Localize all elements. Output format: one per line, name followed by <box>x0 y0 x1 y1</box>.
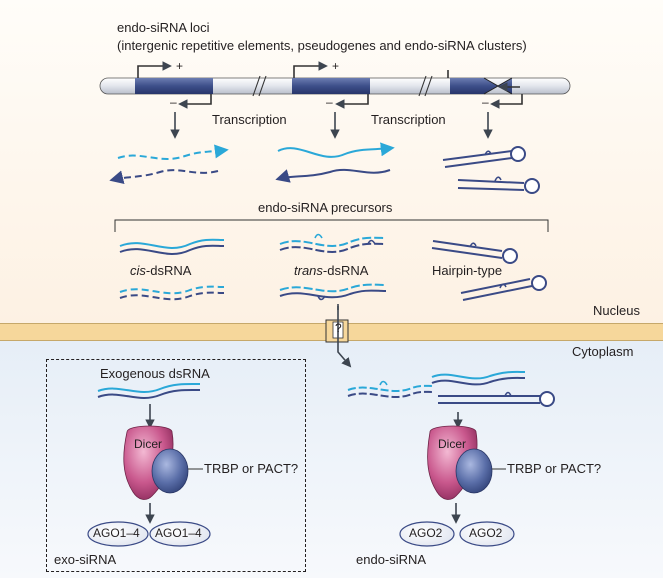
ago-exo-a <box>87 521 149 547</box>
cis-dsrna-label-italic: cis <box>130 263 146 278</box>
cofactor-endo-label: TRBP or PACT? <box>507 461 602 476</box>
cofactor-endo <box>455 448 493 494</box>
exogenous-dsrna <box>97 382 201 399</box>
nucleus-label: Nucleus <box>593 303 640 318</box>
dicer-endo-label: Dicer <box>438 437 467 451</box>
trans-dsrna-label-italic: trans <box>294 263 323 278</box>
endo-cyto-dsrna <box>347 370 555 407</box>
gene-block-1 <box>135 78 213 94</box>
ago-endo-a <box>399 521 455 547</box>
antisense-transcript <box>275 168 391 183</box>
trans-dsrna-label-rest: -dsRNA <box>322 263 369 278</box>
ago-endo-a-label: AGO2 <box>409 526 443 540</box>
transcription-label-right: Transcription <box>371 112 446 127</box>
promoters <box>137 61 523 109</box>
loci-subtitle: (intergenic repetitive elements, pseudog… <box>117 38 527 53</box>
exogenous-dsrna-label: Exogenous dsRNA <box>100 366 210 381</box>
plus-sign-1: + <box>176 59 184 73</box>
break-mark-2 <box>418 75 433 97</box>
dashed-sense-transcript <box>117 144 229 160</box>
trans-dsrna-2-antisense <box>279 289 387 299</box>
transcription-arrows <box>170 112 493 139</box>
cofactor-exo-label: TRBP or PACT? <box>204 461 299 476</box>
ago-endo-b-label: AGO2 <box>469 526 503 540</box>
dashed-antisense-transcript <box>109 169 219 185</box>
sense-transcript <box>277 142 395 158</box>
ago-endo-b <box>459 521 515 547</box>
precursors-label: endo-siRNA precursors <box>258 200 393 215</box>
nucleus-background <box>0 0 663 323</box>
cofactor-exo <box>151 448 189 494</box>
trans-dsrna-sense <box>279 236 387 247</box>
hairpin-transcript-2 <box>457 176 540 194</box>
precursor-transcripts <box>109 142 540 194</box>
dicer-exo-label: Dicer <box>134 437 163 451</box>
pore-question-label: ? <box>335 321 342 335</box>
exo-sirna-dashed-box <box>46 359 306 572</box>
cis-dsrna-antisense <box>119 244 225 255</box>
trans-dsrna-2-sense <box>279 283 387 293</box>
minus-sign-1: – <box>170 95 177 109</box>
plus-sign-2: + <box>332 59 340 73</box>
break-mark-1 <box>252 75 267 97</box>
dsrna-types <box>119 233 547 301</box>
transcription-label-left: Transcription <box>212 112 287 127</box>
gene-block-2 <box>292 78 370 94</box>
chromosome <box>99 75 571 97</box>
ago-exo-b <box>149 521 211 547</box>
minus-sign-3: – <box>482 95 489 109</box>
cis-dsrna-dashed-antisense <box>119 291 225 301</box>
hairpin-dsrna-1 <box>431 240 518 264</box>
inverted-repeat <box>450 78 512 94</box>
export-arrow <box>337 306 352 368</box>
cis-dsrna-label-rest: -dsRNA <box>145 263 192 278</box>
cis-dsrna-sense <box>119 238 225 249</box>
hairpin-transcript-1 <box>442 146 526 168</box>
trans-dsrna-antisense <box>279 242 387 253</box>
hairpin-dsrna-2 <box>460 275 547 301</box>
precursor-bracket <box>114 219 549 232</box>
exo-sirna-label: exo-siRNA <box>54 552 117 567</box>
cis-dsrna-label: cis-dsRNA <box>130 263 192 279</box>
ago-exo-a-label: AGO1–4 <box>93 526 140 540</box>
ago-exo-b-label: AGO1–4 <box>155 526 202 540</box>
minus-sign-2: – <box>326 95 333 109</box>
cis-dsrna-dashed-sense <box>119 285 225 295</box>
hairpin-type-label: Hairpin-type <box>432 263 503 278</box>
endo-sirna-label: endo-siRNA <box>356 552 427 567</box>
cytoplasm-label: Cytoplasm <box>572 344 634 359</box>
trans-dsrna-label: trans-dsRNA <box>294 263 369 279</box>
loci-title: endo-siRNA loci <box>117 20 210 35</box>
